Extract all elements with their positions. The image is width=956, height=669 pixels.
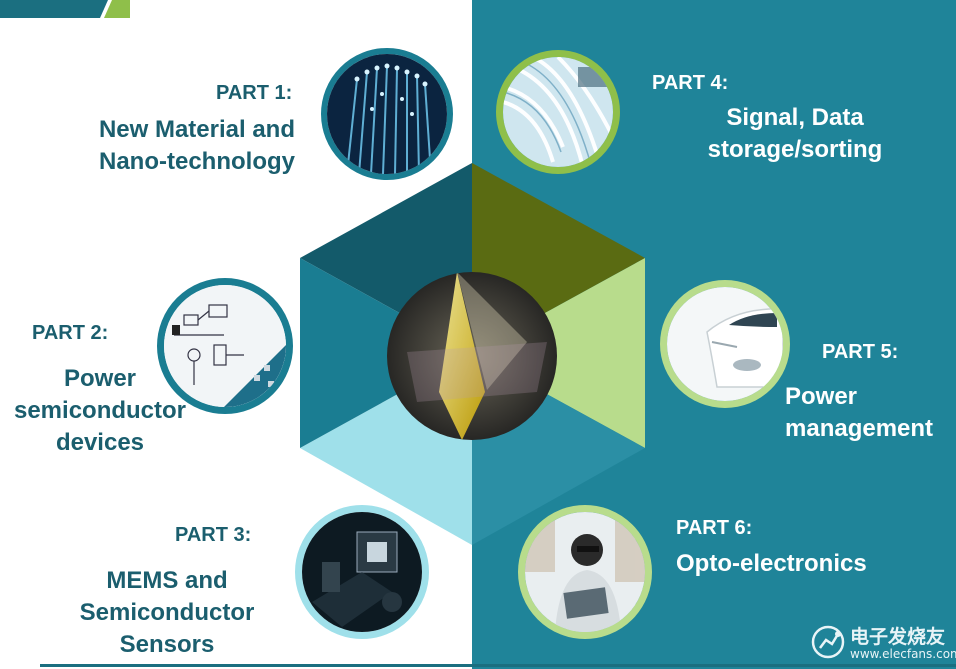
- part-3-label: PART 3:: [175, 524, 252, 546]
- part-5-title: Power management: [785, 381, 933, 445]
- white-car-photo: [660, 280, 790, 408]
- bottom-divider: [40, 664, 956, 667]
- part-4-title-line: Signal, Data: [726, 104, 864, 131]
- part-5-title-line: Power: [785, 383, 858, 410]
- part-2-label: PART 2:: [32, 322, 109, 344]
- circuit-board-photo: [157, 278, 293, 414]
- watermark-name: 电子发烧友: [850, 626, 946, 648]
- part-6-title: Opto-electronics: [676, 548, 867, 580]
- hex-segment-left: [300, 258, 472, 448]
- part-5-label: PART 5:: [822, 341, 899, 363]
- part-4-title: Signal, Data storage/sorting: [690, 102, 900, 166]
- part-3-title-line: MEMS and: [106, 567, 228, 594]
- part-6-title-line: Opto-electronics: [676, 550, 867, 577]
- part-1-label: PART 1:: [216, 82, 293, 104]
- hex-segment-right: [472, 258, 645, 448]
- part-1-title: New Material and Nano-technology: [99, 114, 295, 178]
- part-3-title-line: Semiconductor: [79, 599, 255, 626]
- elecfans-logo-icon: [811, 625, 845, 659]
- network-cables-photo: [496, 50, 620, 174]
- part-2-title-line: devices: [55, 429, 145, 456]
- mems-sensor-photo: [295, 505, 429, 639]
- part-2-title-line: Power: [63, 365, 137, 392]
- crystal-center-photo: [387, 272, 557, 440]
- elecfans-watermark: 电子发烧友 www.elecfans.com: [810, 620, 956, 664]
- part-2-title-line: semiconductor: [13, 397, 187, 424]
- person-with-device-photo: [518, 505, 652, 639]
- top-accent-bar: [0, 0, 130, 18]
- part-1-title-line: Nano-technology: [99, 148, 295, 175]
- part-4-title-line: storage/sorting: [707, 136, 883, 163]
- watermark-url: www.elecfans.com: [850, 647, 956, 661]
- fiber-optic-photo: [321, 48, 453, 180]
- part-3-title: MEMS and Semiconductor Sensors: [62, 565, 272, 661]
- part-4-label: PART 4:: [652, 72, 729, 94]
- part-2-title: Power semiconductor devices: [2, 363, 198, 459]
- part-6-label: PART 6:: [676, 517, 753, 539]
- part-3-title-line: Sensors: [119, 631, 215, 658]
- part-5-title-line: management: [785, 415, 934, 442]
- part-1-title-line: New Material and: [98, 116, 295, 143]
